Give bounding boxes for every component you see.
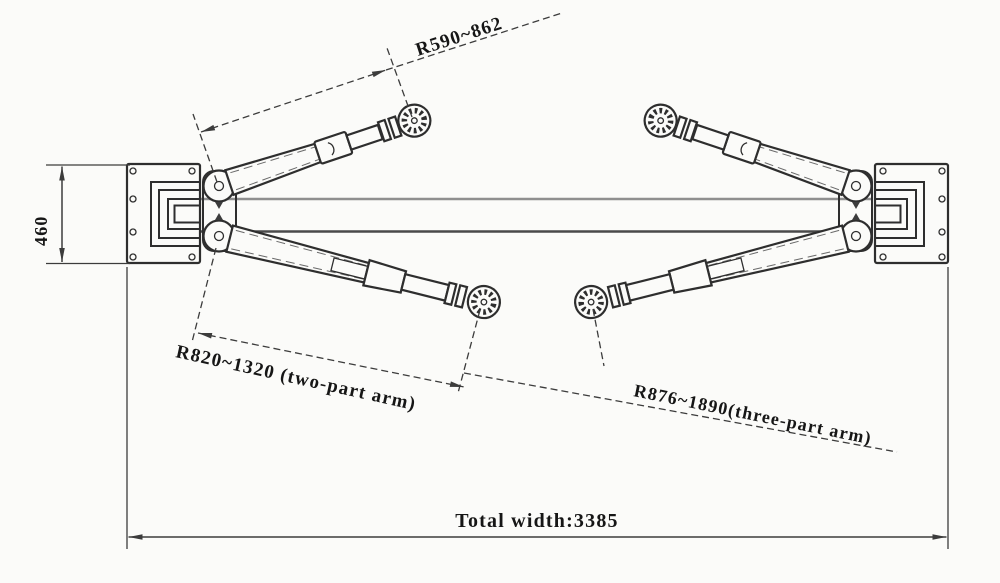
arrowhead bbox=[449, 381, 464, 387]
column-outer-wall-inner bbox=[876, 189, 917, 239]
arm-shading bbox=[708, 229, 844, 280]
lock-mark bbox=[215, 202, 223, 209]
bolt-hole bbox=[938, 228, 946, 236]
arm-knuckle bbox=[667, 258, 714, 294]
right-post bbox=[838, 162, 950, 265]
rear-arm-right bbox=[643, 103, 852, 197]
base-plate-right bbox=[873, 162, 950, 265]
anchor-bolt-holes-left bbox=[129, 167, 196, 261]
bolt-hole bbox=[938, 253, 946, 261]
arm-shading bbox=[231, 229, 367, 280]
bolt-hole bbox=[938, 167, 946, 175]
arm-segment-2 bbox=[400, 272, 451, 302]
pad-collar bbox=[443, 281, 458, 307]
bolt-hole bbox=[938, 195, 946, 203]
left-post bbox=[125, 162, 237, 265]
arrowhead bbox=[371, 70, 386, 78]
extension-line bbox=[592, 308, 605, 367]
column-inner-wall bbox=[876, 198, 908, 230]
arm-segment-1 bbox=[223, 142, 324, 197]
dimension-line bbox=[200, 69, 387, 133]
dimension-leader bbox=[463, 372, 898, 453]
lift-pad-center bbox=[587, 298, 595, 306]
lock-mark bbox=[215, 213, 223, 220]
arrowhead bbox=[59, 248, 65, 262]
arm-segment-2 bbox=[345, 123, 384, 152]
pad-collar bbox=[453, 283, 469, 309]
arrowhead bbox=[201, 124, 216, 132]
lift-pad-center bbox=[657, 117, 665, 125]
extension-line bbox=[192, 113, 218, 183]
dimension-rear-arm: R590~862 bbox=[192, 12, 563, 183]
column-outer-wall bbox=[876, 181, 925, 247]
lift-pad bbox=[574, 284, 609, 320]
pivot-pin bbox=[213, 180, 225, 192]
dimension-line bbox=[197, 332, 465, 388]
bolt-hole bbox=[129, 228, 137, 236]
label-rear-arm-range: R590~862 bbox=[413, 13, 505, 61]
bolt-hole bbox=[129, 195, 137, 203]
lift-pad-center bbox=[410, 117, 418, 125]
extension-line bbox=[457, 309, 481, 394]
dimension-base-depth: 460 bbox=[31, 164, 130, 265]
bolt-hole bbox=[879, 253, 887, 261]
dimension-three-part-arm: R876~1890(three-part arm) bbox=[463, 308, 898, 453]
lift-pad-knurl bbox=[647, 107, 674, 134]
anchor-bolt-holes-right bbox=[879, 167, 946, 261]
bolt-hole bbox=[129, 253, 137, 261]
pad-collar bbox=[376, 118, 393, 143]
extension-line bbox=[386, 47, 413, 118]
pad-collar bbox=[606, 283, 622, 309]
label-base-depth: 460 bbox=[31, 215, 51, 246]
carriage-right bbox=[838, 169, 873, 253]
arrowhead bbox=[128, 534, 143, 540]
dimension-leader bbox=[385, 12, 563, 71]
label-three-part-arm-range: R876~1890(three-part arm) bbox=[632, 380, 874, 449]
column-section-right bbox=[876, 181, 925, 247]
pad-collar bbox=[682, 118, 699, 143]
arrowhead bbox=[59, 166, 65, 181]
column-outer-wall-inner bbox=[158, 189, 199, 239]
arrowhead bbox=[198, 333, 213, 339]
base-plate-left bbox=[125, 162, 202, 265]
arm-knuckle bbox=[361, 258, 408, 294]
bolt-hole bbox=[879, 167, 887, 175]
arm-segment-2 bbox=[691, 123, 730, 152]
lift-pad-center bbox=[480, 298, 488, 306]
pivot-pin bbox=[850, 230, 862, 242]
knuckle-detail bbox=[740, 142, 748, 156]
column-inner-wall-inner bbox=[876, 204, 902, 224]
lift-pad bbox=[466, 284, 501, 320]
pivot-pin bbox=[213, 230, 225, 242]
lift-pad-knurl bbox=[471, 289, 497, 315]
extension-line bbox=[191, 247, 217, 343]
lock-mark bbox=[852, 202, 860, 209]
column-section-left bbox=[150, 181, 199, 247]
column-outer-wall bbox=[150, 181, 199, 247]
arm-segment-1 bbox=[751, 142, 852, 197]
front-arm-left bbox=[225, 224, 501, 320]
arm-shading bbox=[755, 146, 845, 191]
bolt-hole bbox=[129, 167, 137, 175]
lift-pad-knurl bbox=[401, 107, 428, 134]
crossbeam bbox=[199, 197, 873, 233]
arm-segment-1 bbox=[704, 224, 850, 284]
lock-mark bbox=[852, 213, 860, 220]
knuckle-detail bbox=[327, 142, 335, 156]
arrowhead bbox=[932, 534, 947, 540]
column-inner-wall bbox=[167, 198, 199, 230]
front-arm-right bbox=[574, 224, 850, 320]
dimension-total-width: Total width:3385 bbox=[126, 267, 949, 549]
pad-collar bbox=[617, 281, 632, 307]
arm-segment-2 bbox=[624, 272, 675, 302]
bolt-hole bbox=[188, 253, 196, 261]
bolt-hole bbox=[188, 167, 196, 175]
column-inner-wall-inner bbox=[173, 204, 199, 224]
rear-arm-left bbox=[223, 103, 432, 197]
arm-shading bbox=[230, 146, 320, 191]
arm-segment-1 bbox=[225, 224, 371, 284]
label-total-width: Total width:3385 bbox=[455, 510, 619, 532]
pivot-pin bbox=[850, 180, 862, 192]
